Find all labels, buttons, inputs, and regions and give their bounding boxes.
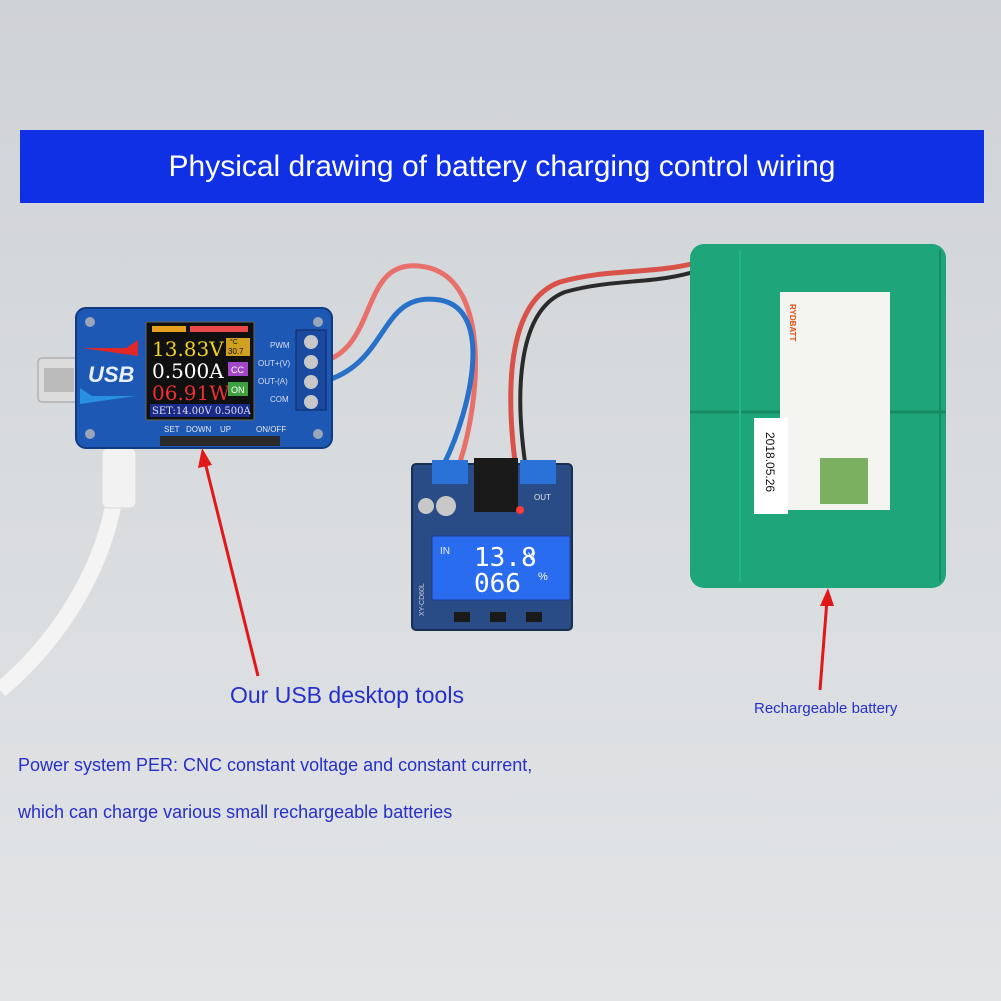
usb-desktop-tool: USB 13.83V 0.500A 06.91W °C 30.7 CC ON S…	[37, 307, 333, 449]
lcd-v-unit: V	[528, 551, 536, 563]
screen-current: 0.500A	[152, 359, 224, 383]
screen-power: 06.91W	[152, 381, 230, 405]
temp-value: 30.7	[228, 347, 244, 356]
screen-voltage: 13.83V	[152, 337, 224, 361]
usb-a-plug-inner	[44, 368, 74, 392]
usb-c-plug	[101, 447, 137, 509]
out-label: OUT	[534, 493, 551, 502]
arrow-head-icon	[198, 448, 212, 468]
lcd-voltage: 13.8	[474, 543, 537, 573]
terminal-screw-icon	[304, 355, 318, 369]
screw-icon	[313, 429, 323, 439]
model-label: XY-CD60L	[419, 583, 426, 616]
screw-icon	[85, 317, 95, 327]
board-button	[490, 612, 506, 622]
lcd-pct-unit: %	[538, 571, 548, 583]
temp-box	[226, 338, 250, 356]
battery-date: 2018.05.26	[763, 432, 777, 492]
terminal-label: PWM	[270, 341, 290, 350]
red-arrow-icon	[82, 340, 138, 356]
date-sticker	[754, 418, 788, 514]
button-strip	[160, 436, 280, 446]
capacitor	[436, 496, 456, 516]
state-text: ON	[231, 385, 245, 395]
usb-logo: USB	[88, 362, 135, 387]
mode-badge	[228, 362, 248, 376]
terminal-label: OUT+(V)	[258, 359, 291, 368]
white-usb-cable	[0, 469, 126, 697]
usb-tools-label: Our USB desktop tools	[230, 682, 464, 708]
terminal-screw-icon	[304, 395, 318, 409]
red-wire-1	[327, 263, 478, 463]
rechargeable-battery-label: Rechargeable battery	[754, 700, 898, 717]
arrow-to-usb-tool	[203, 461, 260, 677]
banner-title: Physical drawing of battery charging con…	[168, 149, 836, 183]
terminal-label: OUT-(A)	[258, 377, 288, 386]
description-text: Power system PER: CNC constant voltage a…	[18, 755, 533, 822]
charge-controller-board: OUT IN 13.8 V 066 % XY-CD60L	[411, 458, 573, 631]
screw-icon	[313, 317, 323, 327]
status-bar	[190, 326, 248, 332]
button-label: UP	[220, 425, 231, 434]
battery-bar	[152, 326, 186, 332]
red-wire-2	[508, 259, 701, 463]
controller-lcd	[431, 535, 571, 601]
black-wire	[518, 268, 701, 463]
board-button	[526, 612, 542, 622]
set-line: SET:14.00V 0.500A	[152, 406, 251, 417]
board-button	[454, 612, 470, 622]
battery-qr-sticker	[820, 458, 868, 504]
arrow-head-icon	[820, 588, 834, 606]
set-line-bg	[150, 404, 250, 417]
lcd-percent: 066	[474, 569, 521, 599]
terminal-label: COM	[270, 395, 289, 404]
blue-arrow-icon	[80, 388, 136, 404]
output-terminal	[520, 460, 556, 484]
terminal-screw-icon	[304, 375, 318, 389]
capacitor	[418, 498, 434, 514]
lcd-in-label: IN	[440, 546, 450, 557]
led-icon	[516, 506, 524, 514]
arrow-to-battery	[818, 599, 829, 691]
button-label: DOWN	[186, 425, 212, 434]
temp-unit: °C	[230, 338, 238, 346]
battery-brand: RYDBATT	[788, 304, 797, 341]
terminal-screw-icon	[304, 335, 318, 349]
title-banner: Physical drawing of battery charging con…	[20, 130, 984, 203]
relay	[474, 458, 518, 512]
blue-wire	[327, 296, 476, 464]
state-badge	[228, 382, 248, 396]
mode-text: CC	[231, 365, 244, 375]
pointer-arrows	[198, 448, 834, 691]
screw-icon	[85, 429, 95, 439]
button-label: ON/OFF	[256, 425, 286, 434]
input-terminal	[432, 460, 468, 484]
button-label: SET	[164, 425, 180, 434]
battery-pack: RYDBATT 2018.05.26	[690, 244, 946, 588]
